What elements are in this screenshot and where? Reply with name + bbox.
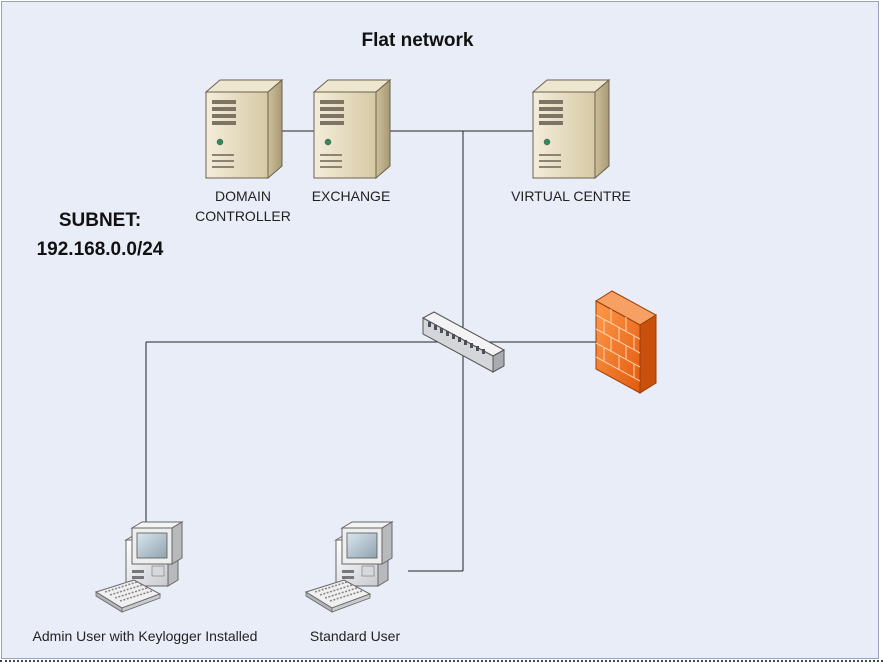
standard-user-label: Standard User (309, 628, 401, 644)
page-break-line (0, 660, 883, 662)
admin-user-workstation-icon (95, 521, 183, 613)
connection-lines (145, 130, 596, 572)
virtual-centre-server-icon (532, 79, 610, 179)
domain-controller-server-icon (205, 79, 283, 179)
standard-user-workstation-icon (305, 521, 393, 613)
exchange-label: EXCHANGE (311, 188, 391, 204)
admin-user-label: Admin User with Keylogger Installed (32, 628, 258, 644)
subnet-annotation: SUBNET: 192.168.0.0/24 (20, 206, 180, 264)
virtual-centre-label: VIRTUAL CENTRE (511, 188, 631, 204)
subnet-value: 192.168.0.0/24 (36, 239, 164, 260)
firewall-icon (595, 290, 657, 394)
domain-controller-label-line1: DOMAIN (215, 188, 271, 204)
domain-controller-label: DOMAIN CONTROLLER (183, 186, 303, 226)
domain-controller-label-line2: CONTROLLER (195, 208, 291, 224)
network-switch-icon (421, 311, 506, 373)
diagram-title: Flat network (361, 30, 474, 51)
exchange-server-icon (313, 79, 391, 179)
subnet-label: SUBNET: (58, 210, 142, 231)
